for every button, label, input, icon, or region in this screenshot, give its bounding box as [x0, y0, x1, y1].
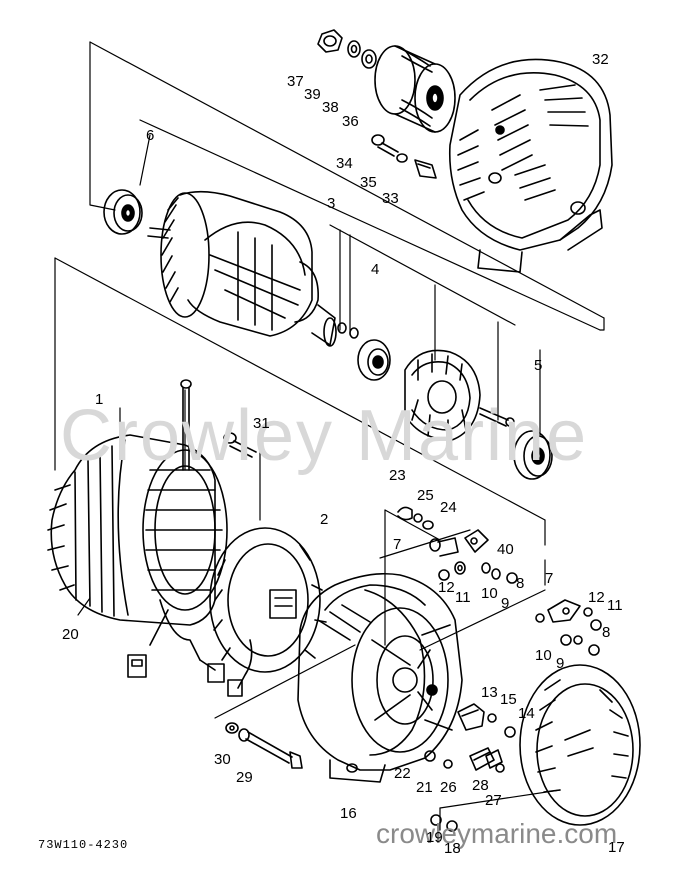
brush-26	[469, 747, 495, 771]
callout-29: 29	[236, 769, 253, 786]
washer-35	[396, 153, 408, 163]
callout-40: 40	[497, 541, 514, 558]
housing-20	[47, 434, 228, 683]
terminal-7b	[535, 599, 581, 623]
washer-15	[487, 713, 497, 723]
callout-31: 31	[253, 415, 270, 432]
bolt-31	[223, 432, 257, 458]
screws-18-19	[430, 814, 458, 832]
brush-holder-13	[457, 703, 485, 731]
callout-13: 13	[481, 684, 498, 701]
callout-37: 37	[287, 73, 304, 90]
washers-21-22	[424, 750, 453, 769]
watermark-center: Crowley Marine	[60, 396, 589, 476]
washer-25	[413, 513, 423, 523]
callout-39: 39	[304, 86, 321, 103]
front-bracket-32	[448, 58, 613, 273]
screw-14	[504, 726, 516, 738]
callout-21: 21	[416, 779, 433, 796]
callout-32: 32	[592, 51, 609, 68]
callout-10b: 10	[535, 647, 552, 664]
callout-24: 24	[440, 499, 457, 516]
callout-17: 17	[608, 839, 625, 856]
terminal-7a	[429, 537, 459, 557]
callout-6: 6	[146, 127, 155, 144]
callout-12a: 12	[438, 579, 455, 596]
bearing-5	[513, 430, 553, 480]
terminal-40	[464, 529, 489, 553]
callout-18: 18	[444, 840, 461, 857]
callout-14: 14	[518, 705, 535, 722]
callout-34: 34	[336, 155, 353, 172]
callout-38: 38	[322, 99, 339, 116]
callout-16: 16	[340, 805, 357, 822]
callout-7b: 7	[545, 570, 554, 587]
callout-36: 36	[342, 113, 359, 130]
through-bolt-29	[238, 728, 303, 769]
callout-11a: 11	[455, 589, 471, 606]
callout-7a: 7	[393, 536, 402, 553]
washer-38	[361, 49, 377, 69]
stator-2	[209, 527, 327, 697]
callout-25: 25	[417, 487, 434, 504]
screw-34	[371, 134, 399, 157]
rear-cover-17	[519, 664, 641, 826]
lead-wire-1	[180, 379, 192, 471]
callout-15: 15	[500, 691, 517, 708]
callout-12b: 12	[588, 589, 605, 606]
bearing-4	[357, 339, 391, 381]
callout-8a: 8	[516, 575, 525, 592]
nut-24	[422, 520, 434, 530]
callout-23: 23	[389, 467, 406, 484]
callout-9a: 9	[501, 595, 510, 612]
guide-lines	[54, 41, 605, 831]
callout-8b: 8	[602, 624, 611, 641]
clip-23	[397, 506, 413, 521]
washer-30	[225, 722, 239, 734]
bearing-6	[103, 189, 143, 235]
callout-28: 28	[472, 777, 489, 794]
washer-39	[347, 40, 361, 58]
callout-35: 35	[360, 174, 377, 191]
diagram-code: 73W110-4230	[38, 838, 129, 852]
hardware-12-11-10-9-8-a	[438, 561, 518, 584]
nut-37	[317, 29, 343, 53]
washers-3	[337, 322, 359, 339]
callout-10a: 10	[481, 585, 498, 602]
callout-22: 22	[394, 765, 411, 782]
washer-27	[495, 763, 505, 773]
clip-33	[414, 159, 437, 179]
rear-bracket-16	[297, 572, 463, 783]
watermark-footer: crowleymarine.com	[376, 818, 618, 849]
callout-2: 2	[320, 511, 329, 528]
callout-3: 3	[327, 195, 336, 212]
callout-20: 20	[62, 626, 79, 643]
stator-core	[404, 349, 515, 441]
callout-26: 26	[440, 779, 457, 796]
callout-5: 5	[534, 357, 543, 374]
callout-4: 4	[371, 261, 380, 278]
callout-27: 27	[485, 792, 502, 809]
callout-19: 19	[426, 829, 443, 846]
callout-9b: 9	[556, 655, 565, 672]
callout-1: 1	[95, 391, 104, 408]
pulley-36	[374, 45, 456, 133]
hardware-12-11-10-9-8-b	[560, 607, 602, 656]
rotor-3	[147, 190, 337, 347]
callout-33: 33	[382, 190, 399, 207]
callout-30: 30	[214, 751, 231, 768]
part-28	[485, 749, 503, 769]
callout-11b: 11	[607, 597, 623, 614]
